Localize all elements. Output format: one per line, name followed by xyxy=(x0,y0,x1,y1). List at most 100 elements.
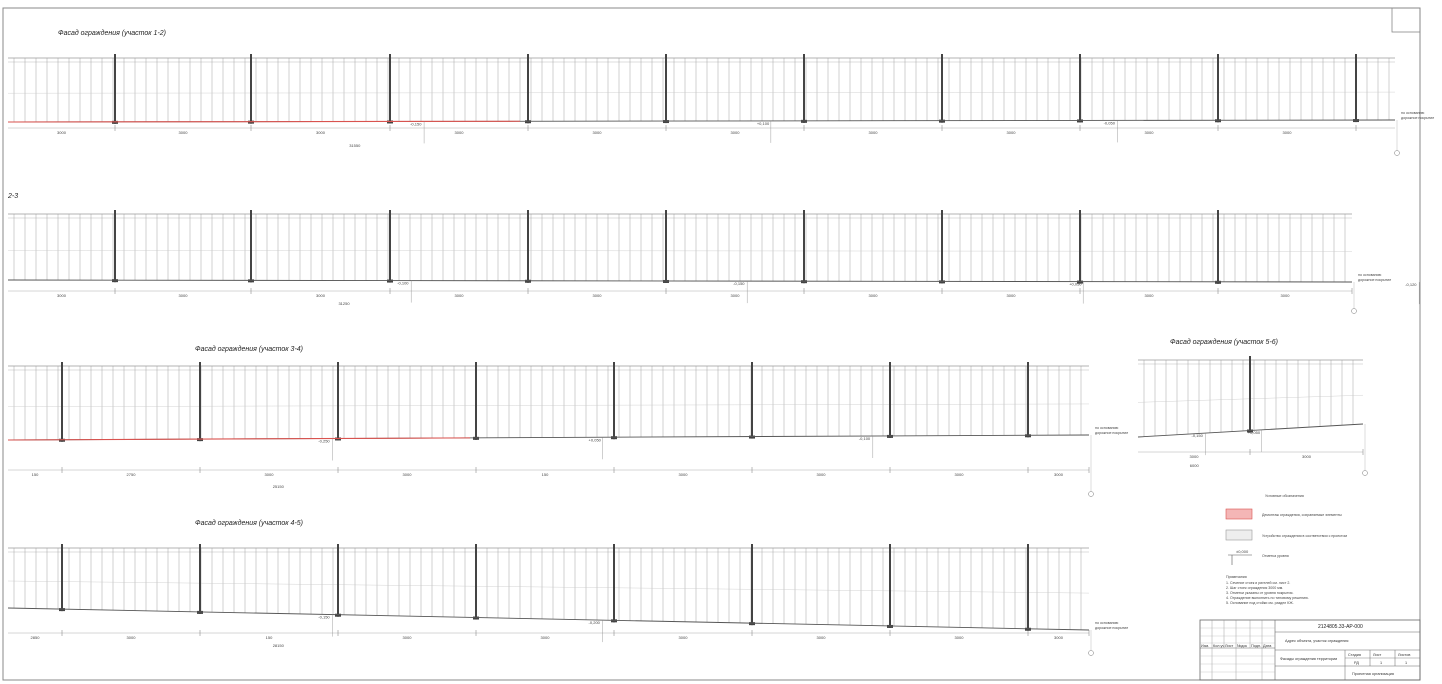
tb-col-2: Кол.уч xyxy=(1213,644,1224,648)
post-footing xyxy=(1215,119,1221,123)
post-footing xyxy=(749,435,755,439)
svg-text:±0,000: ±0,000 xyxy=(1236,549,1249,554)
sheet-frame xyxy=(2,7,1421,681)
post-footing xyxy=(939,119,945,123)
span-label: 3000 xyxy=(1190,454,1200,459)
elevation-mark: -0,150 xyxy=(410,121,422,126)
ground-line xyxy=(1137,423,1364,438)
span-label: 3000 xyxy=(593,130,603,135)
title-block: Изм. Кол.уч Лист №док Подп. Дата 2124805… xyxy=(1199,619,1421,681)
elevation-3-title: Фасад ограждения (участок 3-4) xyxy=(195,345,303,353)
tb-sheets-label: Листов xyxy=(1398,653,1410,657)
span-label: 3000 xyxy=(679,472,689,477)
post-footing xyxy=(611,436,617,440)
tb-address: Адрес объекта, участок ограждения xyxy=(1285,639,1348,643)
post-footing xyxy=(1025,627,1031,631)
total-label: 6000 xyxy=(1190,463,1200,468)
corner-stamp xyxy=(1391,7,1421,33)
span-label: 3000 xyxy=(316,130,326,135)
notes-block: Примечания 1. Сечение стоек и ригелей см… xyxy=(1226,575,1309,605)
post-footing xyxy=(887,624,893,628)
legend: Условные обозначения Демонтаж ограждения… xyxy=(1225,494,1348,565)
post-footing xyxy=(663,279,669,283)
post-footing xyxy=(248,279,254,283)
total-label: 31550 xyxy=(349,143,361,148)
tb-sheet: 1 xyxy=(1380,661,1382,665)
elevation-1-title: Фасад ограждения (участок 1-2) xyxy=(58,29,166,37)
axis-marker xyxy=(1351,308,1357,314)
span-label: 3000 xyxy=(316,293,326,298)
post-footing xyxy=(1215,280,1221,284)
tb-company: Проектная организация xyxy=(1352,672,1394,676)
post-footing xyxy=(525,279,531,283)
elevation-mark: -0,150 xyxy=(733,281,745,286)
demolition-line xyxy=(7,437,471,441)
tb-col-3: Лист xyxy=(1225,644,1234,648)
legend-label-1: Демонтаж ограждения, сохраняемые элемент… xyxy=(1262,513,1342,517)
elevation-mark: +0,100 xyxy=(757,121,770,126)
total-label: 25150 xyxy=(273,484,285,489)
elevation-2-title: 2-3 xyxy=(7,193,18,200)
tb-stage: РД xyxy=(1354,661,1359,665)
demolition-line xyxy=(7,120,521,123)
span-label: 3000 xyxy=(179,293,189,298)
axis-marker xyxy=(1362,470,1368,476)
post-footing xyxy=(663,120,669,124)
elevation-mark: -0,120 xyxy=(1405,282,1417,287)
tb-col-5: Подп. xyxy=(1251,644,1261,648)
tb-col-4: №док xyxy=(1237,644,1247,648)
span-label: 3000 xyxy=(869,130,879,135)
mid-rail xyxy=(7,580,1090,594)
end-note: по основанию xyxy=(1095,621,1119,625)
span-label: 2750 xyxy=(127,472,137,477)
ground-line xyxy=(7,607,1090,631)
span-label: 3000 xyxy=(731,293,741,298)
post-footing xyxy=(611,619,617,623)
elevation-mark: -0,250 xyxy=(318,439,330,444)
span-label: 2850 xyxy=(31,635,41,640)
tb-code: 2124805.33-АР-000 xyxy=(1318,624,1363,630)
notes-line-3: 3. Отметки указаны от уровня покрытия. xyxy=(1226,591,1293,595)
tb-col-6: Дата xyxy=(1263,644,1272,648)
span-label: 3000 xyxy=(817,472,827,477)
elevation-mark: -0,050 xyxy=(1104,120,1116,125)
span-label: 3000 xyxy=(1302,454,1312,459)
span-label: 3000 xyxy=(455,293,465,298)
elevation-mark: -0,100 xyxy=(397,281,409,286)
end-note: дорожное покрытие xyxy=(1358,278,1391,282)
span-label: 3000 xyxy=(57,130,67,135)
elevation-mark: +0,050 xyxy=(1069,282,1082,287)
post-footing xyxy=(801,119,807,123)
span-label: 3000 xyxy=(403,472,413,477)
span-label: 3000 xyxy=(455,130,465,135)
elevation-mark: +0,050 xyxy=(589,437,602,442)
legend-label-2: Устройство ограждения в соответствии с п… xyxy=(1262,534,1348,538)
notes-line-1: 1. Сечение стоек и ригелей см. лист 2. xyxy=(1226,581,1290,585)
elevation-mark: -0,200 xyxy=(589,620,601,625)
span-label: 3000 xyxy=(679,635,689,640)
post-footing xyxy=(59,608,65,612)
span-label: 3000 xyxy=(127,635,137,640)
span-label: 3000 xyxy=(955,472,965,477)
span-label: 3000 xyxy=(593,293,603,298)
span-label: 3000 xyxy=(817,635,827,640)
end-note: по основанию xyxy=(1095,426,1119,430)
end-note: дорожное покрытие xyxy=(1095,431,1128,435)
elevation-mark: -0,150 xyxy=(1192,433,1204,438)
post-footing xyxy=(1025,434,1031,438)
post-footing xyxy=(1353,119,1359,123)
notes-line-5: 5. Основание под стойки см. раздел КЖ. xyxy=(1226,601,1294,605)
span-label: 3000 xyxy=(1007,293,1017,298)
notes-line-2: 2. Шаг стоек ограждения 3000 мм. xyxy=(1226,586,1283,590)
legend-swatch-red xyxy=(1225,508,1253,520)
legend-level-mark: ±0,000 xyxy=(1228,549,1252,565)
span-label: 3000 xyxy=(1281,293,1291,298)
notes-title: Примечания xyxy=(1226,575,1247,579)
mid-rail xyxy=(7,91,1396,94)
